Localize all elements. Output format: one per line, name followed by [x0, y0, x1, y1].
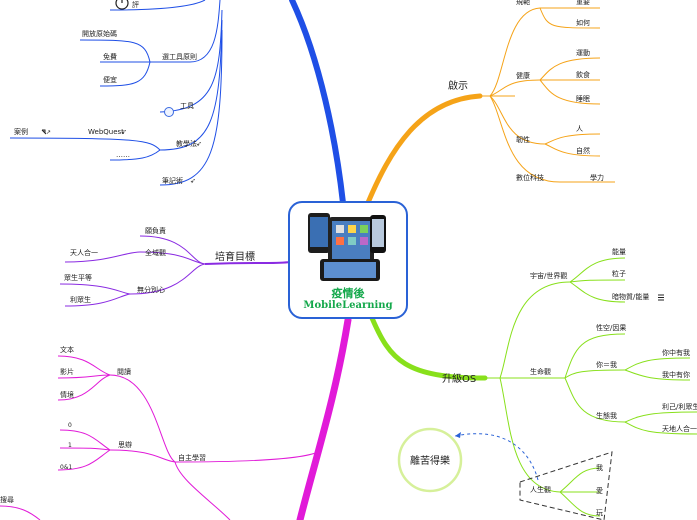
health-item: 飲食 — [576, 70, 590, 79]
universe-item: 粒子 — [612, 269, 626, 278]
timer-icon — [115, 0, 129, 10]
self-item: 我中有你 — [662, 370, 690, 379]
insight-label: 啟示 — [448, 79, 468, 92]
outlook-item: 玩 — [596, 509, 603, 517]
insight-item: 規範 — [516, 0, 530, 6]
ecology-item: 天地人合一 — [662, 424, 697, 433]
svg-text:➶: ➶ — [190, 177, 196, 185]
reading-label: 閱讀 — [117, 367, 131, 376]
resilience-item: 人 — [576, 125, 583, 133]
svg-text:➶: ➶ — [121, 128, 127, 136]
insight-item: 如何 — [576, 18, 590, 27]
float-bubble[interactable] — [397, 427, 463, 493]
pedagogy-item: …… — [116, 151, 130, 159]
pedagogy-item: WebQuest — [88, 128, 124, 136]
tool-principle-item: 開放原始碼 — [82, 29, 117, 38]
goal-item: 眾生平等 — [64, 273, 92, 282]
thinking-label: 思辯 — [118, 440, 132, 449]
goal-item: 全域觀 — [145, 248, 166, 257]
insight-lines — [479, 7, 615, 183]
tool-principle-item: 便宜 — [103, 75, 117, 84]
tool-principles-label: 選工具原則 — [162, 52, 197, 61]
svg-text:↗: ↗ — [46, 129, 51, 136]
pedagogy-label: 教學法 — [176, 139, 197, 148]
goals-label: 培育目標 — [215, 250, 255, 263]
hyperlink-icon[interactable]: ➶ — [190, 177, 196, 185]
universe-label: 宇宙/世界觀 — [530, 271, 567, 280]
life-label: 生命觀 — [530, 367, 551, 376]
search-item: 搜尋 — [0, 495, 14, 504]
health-label: 健康 — [516, 71, 530, 80]
branch-insight — [364, 93, 483, 208]
resilience-label: 韌性 — [516, 135, 530, 144]
upgrade-lines — [484, 257, 697, 517]
notes-label: 筆記術 — [162, 176, 183, 185]
insight-item: 重要 — [576, 0, 590, 6]
tools-label: 工具 — [180, 102, 194, 110]
health-item: 運動 — [576, 48, 590, 57]
relationship-arrow — [454, 433, 539, 481]
self-learning-label: 自主學習 — [178, 453, 206, 462]
pedagogy-item: 案例 — [14, 127, 28, 136]
float-bubble-label: 離苦得樂 — [410, 454, 450, 467]
self-item: 你中有我 — [662, 348, 690, 357]
ecology-label: 生態我 — [596, 411, 617, 420]
universe-item: 能量 — [612, 247, 626, 256]
outlook-item: 我 — [596, 463, 603, 472]
digital-item: 學力 — [590, 173, 604, 182]
center-title: 疫情後 — [331, 287, 365, 300]
branch-upgrade — [369, 315, 488, 381]
branch-top-left — [289, 0, 346, 206]
svg-text:➶: ➶ — [196, 140, 202, 148]
self-label: 你＝我 — [596, 360, 617, 369]
thinking-item: 1 — [68, 442, 72, 449]
goal-item: 無分別心 — [137, 285, 165, 294]
emptiness-item: 性空/因果 — [596, 323, 626, 332]
universe-item: 暗物質/能量 — [612, 292, 649, 301]
upgrade-label: 升級OS — [442, 372, 476, 385]
notes-icon[interactable] — [658, 294, 664, 301]
reading-item: 文本 — [60, 345, 74, 354]
center-subtitle: MobileLearning — [303, 300, 393, 311]
clipped-item: 評 — [132, 0, 139, 9]
tool-principle-item: 免費 — [103, 52, 117, 61]
devices-icon — [308, 213, 386, 281]
branch-self-learning — [296, 316, 352, 520]
hyperlink-icon[interactable]: ➶ — [121, 128, 127, 136]
top-left-lines — [9, 0, 223, 186]
ecology-item: 利己/利眾生 — [662, 402, 697, 411]
goal-item: 天人合一 — [70, 248, 98, 257]
reading-item: 影片 — [60, 367, 74, 376]
link-icon[interactable] — [164, 107, 174, 117]
thinking-item: 0&1 — [60, 464, 72, 471]
thinking-item: 0 — [68, 422, 72, 429]
outlook-boundary — [519, 451, 613, 520]
arrow-head-icon — [455, 432, 461, 438]
self-learning-lines — [0, 355, 319, 520]
resilience-item: 自然 — [576, 146, 590, 155]
digital-label: 數位科技 — [516, 173, 544, 182]
branch-goals — [204, 261, 291, 265]
goals-lines — [59, 235, 206, 307]
goal-item: 利眾生 — [70, 295, 91, 304]
hyperlink-icon[interactable]: ↗ — [41, 129, 51, 136]
reading-item: 情境 — [60, 390, 74, 399]
center-node[interactable]: 疫情後 MobileLearning — [288, 201, 408, 319]
hyperlink-icon[interactable]: ➶ — [196, 140, 202, 148]
outlook-label: 人生觀 — [530, 485, 551, 494]
health-item: 睡眠 — [576, 95, 590, 103]
goal-item: 願負責 — [145, 226, 166, 235]
outlook-item: 愛 — [596, 486, 603, 495]
